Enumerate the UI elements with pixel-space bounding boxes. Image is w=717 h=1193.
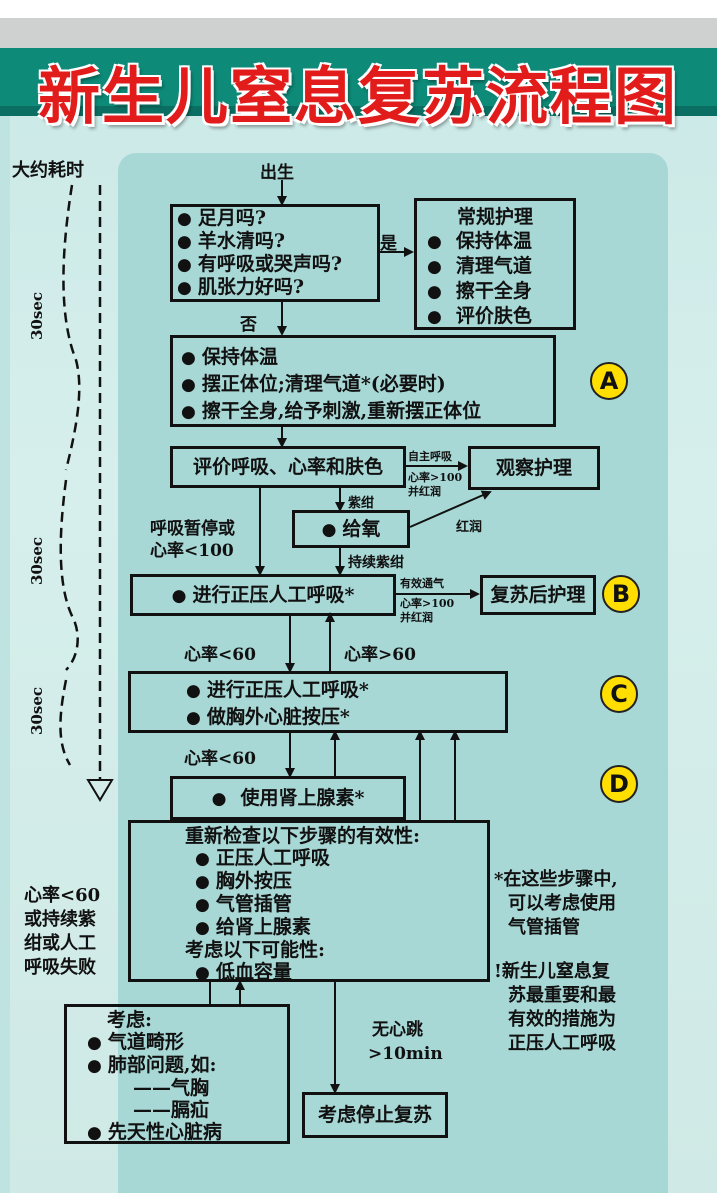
step-a-item: 擦干全身,给予刺激,重新摆正体位 xyxy=(181,398,545,425)
apnea-label-1: 呼吸暂停或 xyxy=(150,519,235,539)
observe-label: 观察护理 xyxy=(495,457,572,479)
star-note-line: 气管插管 xyxy=(508,917,580,938)
step-c-item: 进行正压人工呼吸* xyxy=(186,677,450,704)
post-care-label: 复苏后护理 xyxy=(490,584,586,606)
fail-note: 心率<60 或持续紫 绀或人工 呼吸失败 xyxy=(24,884,100,980)
consider-title: 考虑: xyxy=(107,1009,153,1031)
oxygen-label: 给氧 xyxy=(295,513,407,546)
observe-box: 观察护理 xyxy=(468,446,600,490)
no-label: 否 xyxy=(240,315,257,335)
routine-item: 擦干全身 xyxy=(427,279,563,304)
badge-b: B xyxy=(602,575,640,613)
stop-box: 考虑停止复苏 xyxy=(302,1092,448,1138)
spontaneous-3: 并红润 xyxy=(408,485,441,498)
bang-note-line: 苏最重要和最 xyxy=(508,985,616,1006)
assess-item: 羊水清吗? xyxy=(177,230,373,253)
cyanosis-label: 紫绀 xyxy=(348,496,375,511)
step-c-box: 进行正压人工呼吸* 做胸外心脏按压* xyxy=(128,671,508,733)
yes-label: 是 xyxy=(380,234,397,254)
recheck-item: 正压人工呼吸 xyxy=(185,847,487,870)
recheck-box: 重新检查以下步骤的有效性: 正压人工呼吸 胸外按压 气管插管 给肾上腺素 考虑以… xyxy=(128,820,490,984)
badge-a: A xyxy=(590,362,628,400)
consider-box: 考虑: 气道畸形 肺部问题,如: ——气胸 ——膈疝 先天性心脏病 xyxy=(64,1004,290,1144)
birth-label: 出生 xyxy=(260,163,294,183)
hr-lt60-label-1: 心率<60 xyxy=(184,645,256,665)
persistent-cyanosis-label: 持续紫绀 xyxy=(348,555,404,571)
step-b-label: 进行正压人工呼吸* xyxy=(133,577,393,614)
evaluate-box: 评价呼吸、心率和肤色 xyxy=(170,446,406,488)
consider-item: ——膈疝 xyxy=(133,1099,210,1121)
no-heartbeat-2: >10min xyxy=(368,1044,443,1064)
recheck-item: 胸外按压 xyxy=(185,870,487,893)
top-white-band xyxy=(0,0,717,18)
recheck-consider-title: 考虑以下可能性: xyxy=(185,939,326,961)
star-note-line: *在这些步骤中, xyxy=(494,869,618,890)
bang-note-line: 有效的措施为 xyxy=(508,1009,616,1030)
effective-3: 并红润 xyxy=(400,611,433,624)
hr-gt60-label: 心率>60 xyxy=(344,645,416,665)
evaluate-label: 评价呼吸、心率和肤色 xyxy=(192,456,383,478)
step-a-box: 保持体温 摆正体位;清理气道*(必要时) 擦干全身,给予刺激,重新摆正体位 xyxy=(170,335,556,427)
fail-note-line: 绀或人工 xyxy=(24,933,96,954)
pink-label: 红润 xyxy=(456,520,483,535)
apnea-label-2: 心率<100 xyxy=(150,541,234,561)
step-a-item: 保持体温 xyxy=(181,344,545,371)
hr-lt60-label-2: 心率<60 xyxy=(184,749,256,769)
recheck-consider-item: 低血容量 xyxy=(185,961,487,984)
post-care-box: 复苏后护理 xyxy=(480,575,596,615)
recheck-item: 给肾上腺素 xyxy=(185,916,487,939)
effective-1: 有效通气 xyxy=(400,577,444,590)
routine-item: 保持体温 xyxy=(427,229,563,254)
spontaneous-1: 自主呼吸 xyxy=(408,450,452,463)
spontaneous-2: 心率>100 xyxy=(408,471,463,484)
consider-item: ——气胸 xyxy=(133,1077,210,1099)
fail-note-line: 呼吸失败 xyxy=(24,957,96,978)
consider-item: 气道畸形 xyxy=(87,1031,287,1054)
step-c-item: 做胸外心脏按压* xyxy=(186,704,450,731)
top-gray-band xyxy=(0,18,717,48)
no-heartbeat-1: 无心跳 xyxy=(372,1020,423,1040)
bang-note-line: 正压人工呼吸 xyxy=(508,1033,616,1054)
routine-item: 清理气道 xyxy=(427,254,563,279)
star-note: *在这些步骤中, 可以考虑使用 气管插管 xyxy=(494,868,618,940)
routine-box: 常规护理 保持体温 清理气道 擦干全身 评价肤色 xyxy=(414,198,576,330)
consider-item: 肺部问题,如: xyxy=(87,1054,287,1077)
recheck-item: 气管插管 xyxy=(185,893,487,916)
step-d-box: 使用肾上腺素* xyxy=(170,776,406,820)
assess-item: 有呼吸或哭声吗? xyxy=(177,253,373,276)
consider-item: 先天性心脏病 xyxy=(87,1121,287,1144)
assess-item: 肌张力好吗? xyxy=(177,276,373,299)
badge-d: D xyxy=(600,765,638,803)
fail-note-line: 或持续紫 xyxy=(24,909,96,930)
timeline-label: 大约耗时 xyxy=(12,160,84,181)
title-teal-band-shadow xyxy=(0,106,717,116)
bang-note: !新生儿窒息复 苏最重要和最 有效的措施为 正压人工呼吸 xyxy=(494,960,616,1056)
effective-2: 心率>100 xyxy=(400,597,455,610)
routine-title: 常规护理 xyxy=(456,206,533,228)
star-note-line: 可以考虑使用 xyxy=(508,893,616,914)
badge-c: C xyxy=(600,675,638,713)
assess-box: 足月吗? 羊水清吗? 有呼吸或哭声吗? 肌张力好吗? xyxy=(170,204,380,302)
step-d-label: 使用肾上腺素* xyxy=(173,779,403,818)
page-title: 新生儿窒息复苏流程图 xyxy=(38,60,679,133)
stop-label: 考虑停止复苏 xyxy=(317,1104,432,1126)
routine-item: 评价肤色 xyxy=(427,304,563,329)
step-a-item: 摆正体位;清理气道*(必要时) xyxy=(181,371,545,398)
oxygen-box: 给氧 xyxy=(292,510,410,548)
recheck-title: 重新检查以下步骤的有效性: xyxy=(185,825,421,847)
step-b-box: 进行正压人工呼吸* xyxy=(130,574,396,616)
left-strip xyxy=(0,116,10,1193)
title-teal-band xyxy=(0,48,717,106)
assess-item: 足月吗? xyxy=(177,207,373,230)
fail-note-line: 心率<60 xyxy=(24,885,101,906)
bang-note-line: !新生儿窒息复 xyxy=(494,961,610,982)
